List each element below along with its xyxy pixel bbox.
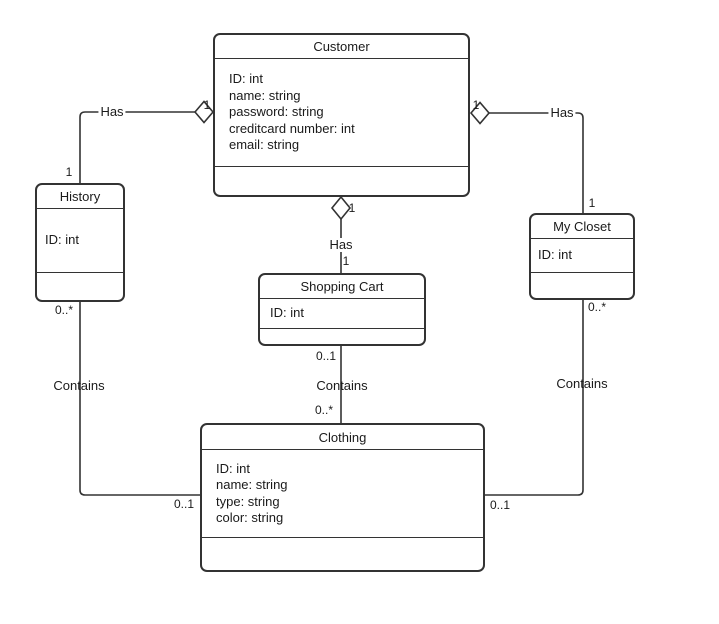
attribute-row: type: string	[216, 493, 280, 509]
attribute-row: name: string	[229, 87, 301, 103]
class-box-shopping-cart[interactable]: Shopping Cart ID: int	[258, 273, 426, 346]
class-methods-empty	[531, 272, 633, 298]
multiplicity-diamond-bottom: 1	[348, 201, 356, 215]
class-box-history[interactable]: History ID: int	[35, 183, 125, 302]
multiplicity-clothing-top: 0..*	[314, 403, 334, 417]
multiplicity-diamond-right: 1	[472, 98, 480, 112]
attribute-row: color: string	[216, 510, 284, 525]
class-attributes: ID: int	[531, 239, 633, 272]
multiplicity-history-bottom: 0..*	[54, 303, 74, 317]
class-title: Shopping Cart	[260, 275, 424, 299]
attribute-row: ID: int	[270, 305, 304, 321]
class-box-my-closet[interactable]: My Closet ID: int	[529, 213, 635, 300]
multiplicity-shopping-cart-bottom: 0..1	[315, 349, 337, 363]
edge-label-contains-center: Contains	[316, 378, 368, 393]
aggregation-diamond-bottom	[330, 195, 352, 221]
attribute-row: ID: int	[229, 71, 263, 87]
attribute-row: ID: int	[216, 460, 250, 476]
class-title: History	[37, 185, 123, 209]
multiplicity-shopping-cart-top: 1	[342, 254, 350, 268]
attribute-row: password: string	[229, 104, 324, 120]
class-attributes: ID: int name: string type: string color:…	[202, 450, 483, 537]
attribute-row: creditcard number: int	[229, 120, 355, 136]
class-title: My Closet	[531, 215, 633, 239]
multiplicity-diamond-left: 1	[203, 98, 211, 112]
attribute-row: email: string	[229, 137, 300, 153]
edge-label-contains-right: Contains	[556, 376, 608, 391]
class-attributes: ID: int	[260, 299, 424, 328]
multiplicity-clothing-right: 0..1	[489, 498, 511, 512]
multiplicity-my-closet-bottom: 0..*	[587, 300, 607, 314]
edge-history-clothing[interactable]	[79, 302, 200, 496]
attribute-row: name: string	[216, 477, 288, 492]
class-box-customer[interactable]: Customer ID: int name: string password: …	[213, 33, 470, 197]
class-title: Customer	[215, 35, 468, 59]
multiplicity-my-closet-top: 1	[588, 196, 596, 210]
edge-customer-history[interactable]	[79, 111, 195, 183]
attribute-row: ID: int	[45, 232, 79, 248]
multiplicity-history-top: 1	[65, 165, 73, 179]
multiplicity-clothing-left: 0..1	[173, 497, 195, 511]
edge-label-has-left: Has	[98, 104, 126, 119]
class-title: Clothing	[202, 425, 483, 450]
class-methods-empty	[215, 166, 468, 195]
edge-my-closet-clothing[interactable]	[485, 300, 584, 496]
class-methods-empty	[37, 272, 123, 300]
class-methods-empty	[260, 328, 424, 344]
class-methods-empty	[202, 537, 483, 570]
edge-customer-my-closet[interactable]	[489, 112, 584, 213]
edge-label-contains-left: Contains	[53, 378, 105, 393]
attribute-row: ID: int	[538, 247, 572, 263]
class-attributes: ID: int	[37, 209, 123, 272]
class-attributes: ID: int name: string password: string cr…	[215, 59, 468, 166]
class-box-clothing[interactable]: Clothing ID: int name: string type: stri…	[200, 423, 485, 572]
edge-label-has-bottom: Has	[327, 237, 355, 252]
edge-label-has-right: Has	[548, 105, 576, 120]
